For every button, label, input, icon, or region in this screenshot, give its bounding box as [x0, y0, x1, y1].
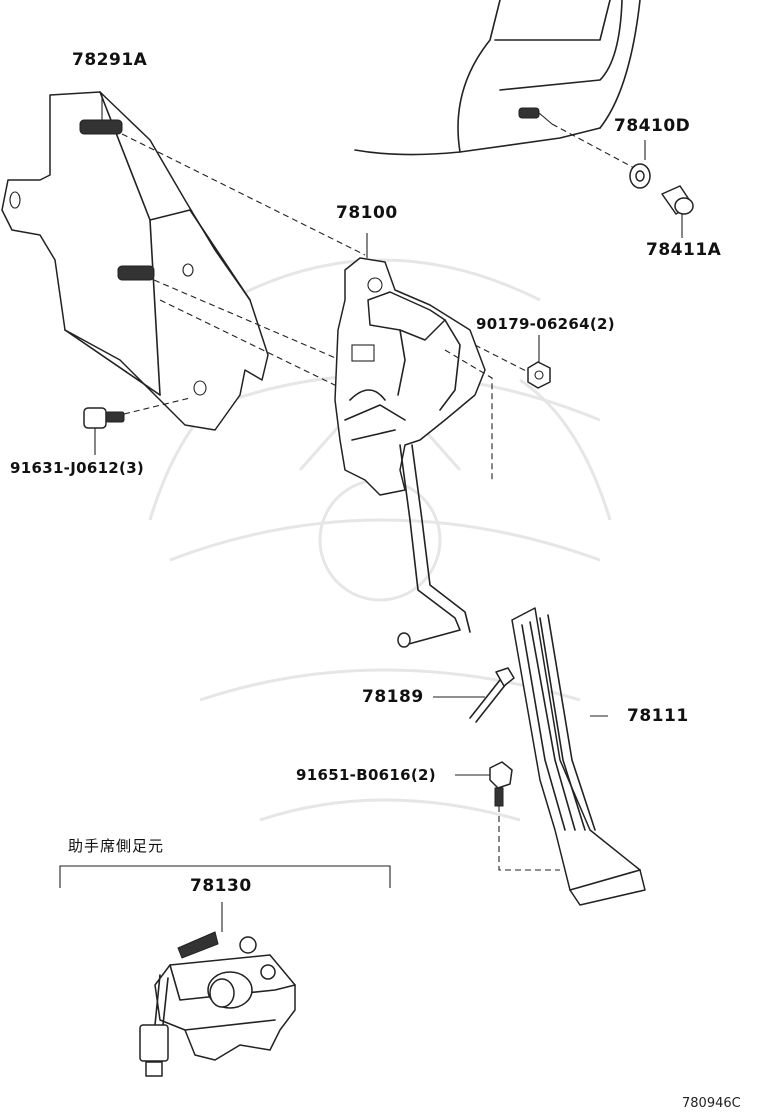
firewall-outline	[354, 0, 641, 156]
pedal-arm	[397, 444, 471, 648]
passenger-group-bracket	[59, 865, 391, 888]
pedal-pad-78111	[511, 607, 646, 906]
label-78291A: 78291A	[72, 50, 148, 70]
bolt-91631	[83, 397, 191, 455]
assembly-78130	[139, 902, 296, 1077]
diagram-code: 780946C	[682, 1096, 741, 1111]
label-78111: 78111	[627, 706, 689, 726]
bolt-91651	[455, 761, 560, 871]
label-passenger-side: 助手席側足元	[68, 837, 165, 855]
label-78411A: 78411A	[646, 240, 722, 260]
bracket-78291A	[1, 91, 269, 431]
label-78189: 78189	[362, 687, 424, 707]
accel-sensor-78100	[334, 233, 493, 496]
label-78410D: 78410D	[614, 116, 691, 136]
label-78100: 78100	[336, 203, 398, 223]
stud-78410D	[518, 107, 651, 189]
label-91631: 91631-J0612(3)	[10, 459, 145, 477]
bolt-78189	[433, 667, 515, 723]
nut-78411A	[661, 185, 694, 238]
label-90179: 90179-06264(2)	[476, 315, 615, 333]
studs-on-bracket	[79, 119, 366, 391]
nut-90179	[474, 335, 551, 389]
label-78130: 78130	[190, 876, 252, 896]
label-91651: 91651-B0616(2)	[296, 766, 436, 784]
